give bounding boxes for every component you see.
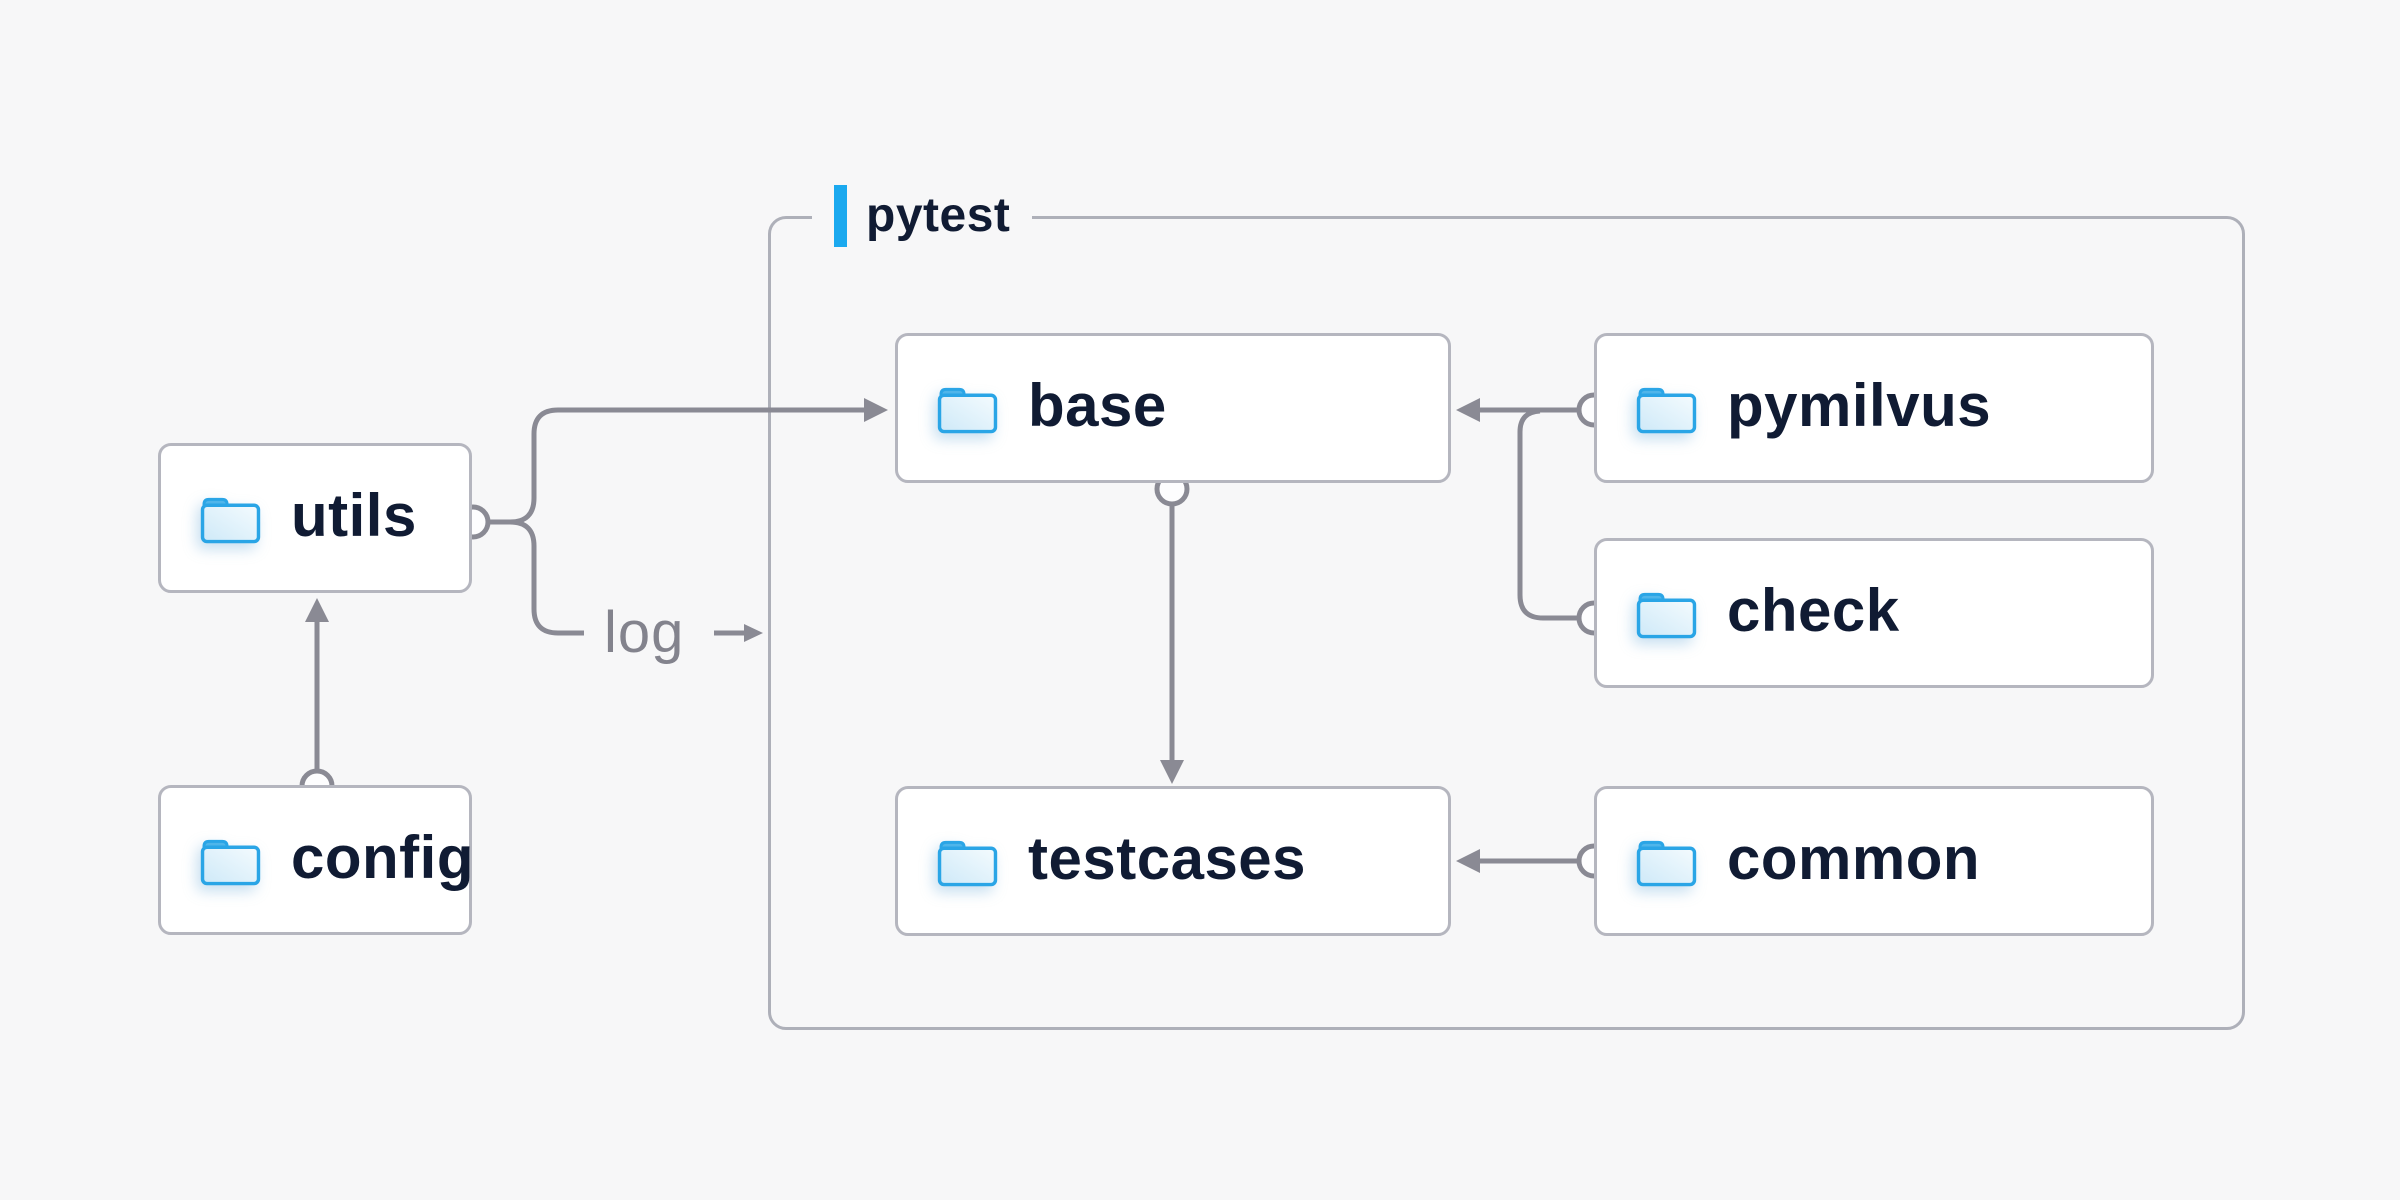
edge-utils-to-log — [488, 519, 584, 636]
node-label: testcases — [1028, 825, 1307, 892]
log-annotation: log — [604, 600, 685, 665]
folder-icon — [1635, 382, 1698, 435]
node-common: common — [1594, 786, 2154, 936]
pytest-group-container — [768, 216, 2245, 1030]
node-utils: utils — [158, 443, 472, 593]
node-label: pymilvus — [1727, 372, 1992, 439]
node-testcases: testcases — [895, 786, 1451, 936]
node-label: config — [291, 824, 474, 891]
edge-utils-to-base — [488, 398, 888, 525]
node-base: base — [895, 333, 1451, 483]
node-check: check — [1594, 538, 2154, 688]
node-label: utils — [291, 482, 417, 549]
node-label: common — [1727, 825, 1981, 892]
node-config: config — [158, 785, 474, 935]
node-pymilvus: pymilvus — [1594, 333, 2154, 483]
node-label: check — [1727, 577, 1900, 644]
folder-icon — [936, 382, 999, 435]
node-label: base — [1028, 372, 1167, 439]
edge-check-join — [1517, 408, 1579, 621]
folder-icon — [1635, 835, 1698, 888]
folder-icon — [1635, 587, 1698, 640]
folder-icon — [199, 492, 262, 545]
folder-icon — [936, 835, 999, 888]
folder-icon — [199, 834, 262, 887]
pytest-group-label: pytest — [812, 185, 1033, 247]
label-accent-bar — [834, 185, 847, 247]
group-title: pytest — [866, 189, 1011, 242]
